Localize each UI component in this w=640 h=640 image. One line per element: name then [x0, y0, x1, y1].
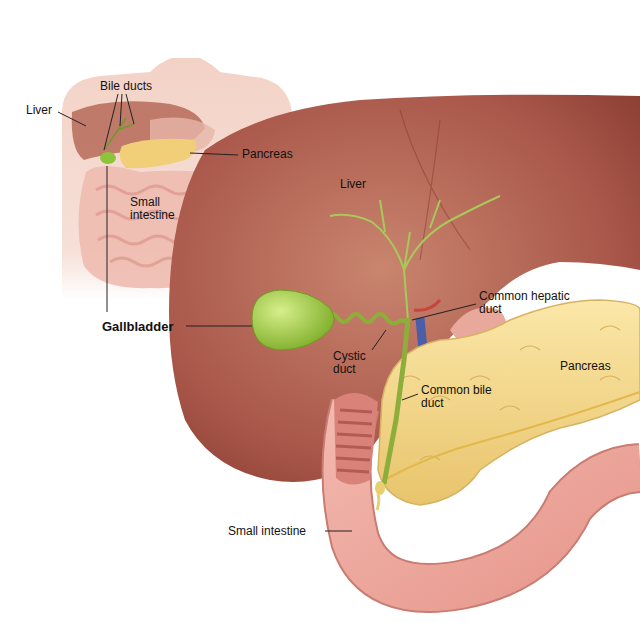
- part-label: Gallbladder: [102, 320, 174, 333]
- part-label: Bile ducts: [100, 80, 152, 93]
- part-label: Common bile duct: [421, 384, 501, 410]
- part-label: Common hepatic duct: [479, 290, 574, 316]
- bile-duct-tree: [330, 196, 500, 320]
- part-label: Liver: [26, 104, 52, 117]
- part-label: Small intestine: [130, 196, 190, 222]
- part-label: Pancreas: [560, 360, 611, 373]
- gallbladder-drawing: [252, 290, 334, 350]
- pancreas-drawing: [378, 300, 640, 505]
- part-label: Cystic duct: [333, 350, 383, 376]
- part-label: Small intestine: [228, 525, 306, 538]
- cystic-duct-drawing: [326, 314, 408, 324]
- artery: [414, 300, 440, 310]
- part-label: Pancreas: [242, 148, 293, 161]
- common-bile-duct-drawing: [384, 318, 408, 484]
- part-label: Liver: [340, 178, 366, 191]
